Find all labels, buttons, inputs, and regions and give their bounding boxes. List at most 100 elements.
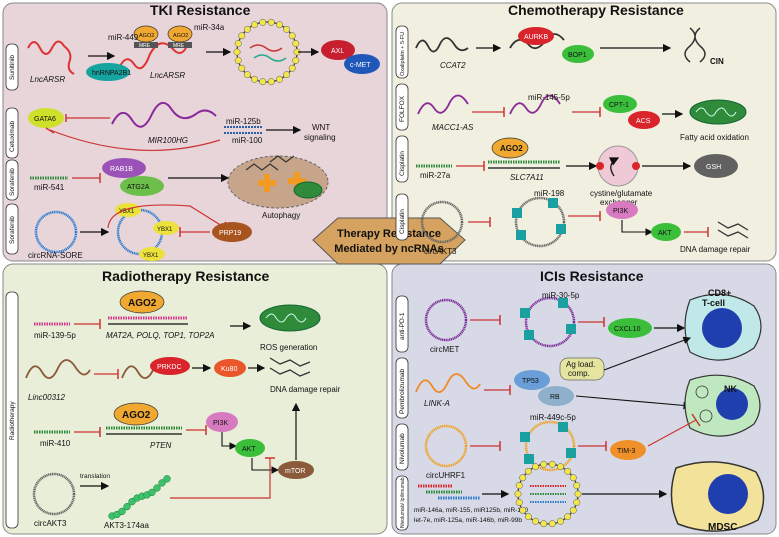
lncarsr-rna-mid [117, 42, 187, 71]
exosome-bead [548, 460, 556, 468]
bop1-pill [562, 45, 594, 63]
svg-text:mTOR: mTOR [285, 468, 305, 475]
cd8-label-2: T-cell [702, 298, 725, 308]
exosome-bead [524, 513, 532, 521]
svg-text:AGO2: AGO2 [139, 33, 154, 39]
exosome-bead [515, 499, 523, 506]
exosome-bead [532, 517, 539, 525]
exosome-bead [238, 32, 246, 40]
akt3-bead [158, 479, 166, 487]
exosome-bead [233, 48, 241, 56]
autophagy-cross-1 [258, 174, 276, 192]
ccat2-label: CCAT2 [440, 61, 466, 70]
ago2-pill-radio-2 [113, 402, 159, 426]
exosome-bead [243, 25, 251, 33]
cd8-nucleus [702, 308, 742, 348]
svg-text:AKT: AKT [658, 230, 672, 237]
exosome-bead [238, 64, 246, 72]
svg-text:AGO2: AGO2 [128, 298, 157, 309]
mir27a-label: miR-27a [420, 171, 451, 180]
ici-drug-4: Nivolumab/ Ipilimumab [400, 477, 406, 528]
cpt1-pill [603, 95, 637, 113]
tim3-pill [610, 440, 646, 460]
svg-text:ATG2A: ATG2A [127, 184, 150, 191]
exosome-bead [573, 482, 581, 489]
exosome-bead [515, 482, 523, 489]
tki-drug-2: Cetuximab [9, 121, 16, 152]
chemo-drug-1: Oxaliplatin + 5-FU [400, 32, 406, 76]
fao-label: Fatty acid oxidation [680, 133, 749, 142]
circmet-label: circMET [430, 345, 459, 354]
exosome-bead [524, 467, 532, 475]
svg-text:hnRNPA2B1: hnRNPA2B1 [92, 70, 131, 77]
cystine-label-1: cystine/glutamate [590, 189, 653, 198]
akt3-bead [163, 475, 171, 483]
exosome-bead [569, 506, 577, 514]
akt3-174aa-chain [108, 475, 171, 520]
svg-text:AKT: AKT [242, 446, 256, 453]
chemo-drug-2: FOLFOX [399, 95, 406, 122]
exosome-bead [243, 71, 251, 79]
exosome-bead [519, 506, 527, 514]
exosome-beads [233, 18, 301, 86]
exosome-bead [259, 18, 267, 26]
svg-text:GATA6: GATA6 [34, 116, 56, 123]
mdsc-label: MDSC [708, 522, 737, 533]
pi3k-pill-chemo [606, 201, 638, 219]
exosome-bead [564, 467, 572, 475]
exosome-bead [288, 64, 296, 72]
mir125b-label: miR-125b [226, 117, 261, 126]
svg-text:PI3K: PI3K [213, 420, 229, 427]
svg-text:c-MET: c-MET [350, 62, 371, 69]
exosome-bead [276, 21, 283, 29]
lncarsr-rna-left [27, 40, 75, 75]
prp19-pill [212, 222, 252, 242]
nk-label: NK [724, 384, 737, 394]
svg-text:ACS: ACS [636, 118, 651, 125]
mir34a-label: miR-34a [194, 23, 225, 32]
mir100-label: miR-100 [232, 136, 263, 145]
svg-text:YBX1: YBX1 [143, 253, 159, 259]
linc00312-rna [25, 359, 91, 379]
lncarsr-label-mid: LncARSR [150, 71, 185, 80]
center-line2: Mediated by ncRNAs [334, 243, 443, 255]
chemo-panel [391, 2, 777, 262]
exosome-bead [267, 18, 275, 26]
ici-drug-3: Nivolumab [399, 433, 406, 464]
cmet-pill [344, 54, 380, 74]
mirlist-2: let-7e, miR-125a, miR-146b, miR-99b [414, 517, 522, 524]
exosome-bead [251, 75, 258, 83]
cin-dna [684, 27, 706, 63]
circrna-sore [34, 210, 78, 254]
tki-drug-tab-4 [5, 203, 19, 255]
svg-text:RAB1B: RAB1B [110, 166, 133, 173]
circuhrf1-label: circUHRF1 [426, 471, 466, 480]
exosome-bead [540, 460, 548, 468]
mir449-label: miR-449 [108, 33, 139, 42]
atg2a-pill [120, 176, 164, 196]
svg-text:AURKB: AURKB [524, 34, 548, 41]
chemo-drug-3: Cisplatin [399, 151, 406, 176]
circakt3-radio [32, 472, 76, 516]
ccat2-rna [415, 37, 469, 53]
ago2-pill-radio-1 [119, 290, 165, 314]
svg-text:PI3K: PI3K [613, 208, 629, 215]
mtor-pill [278, 461, 314, 479]
akt3-bead [118, 507, 126, 516]
mdsc-nucleus [708, 474, 748, 514]
mitochondria-tki [293, 181, 323, 199]
linc-label: Linc00312 [28, 393, 65, 402]
ddr-dna-chemo [717, 221, 749, 239]
tki-drug-tab-3 [5, 159, 19, 201]
exosome-bead [259, 78, 267, 86]
svg-text:TIM-3: TIM-3 [617, 448, 635, 455]
svg-text:MRE: MRE [173, 43, 185, 49]
svg-text:YBX1: YBX1 [119, 209, 135, 215]
wnt-label-2: signaling [304, 133, 336, 142]
autophagy-cross-2 [288, 172, 306, 190]
svg-text:PRP19: PRP19 [219, 230, 241, 237]
svg-text:AXL: AXL [331, 48, 344, 55]
gsh-pill [694, 154, 738, 178]
